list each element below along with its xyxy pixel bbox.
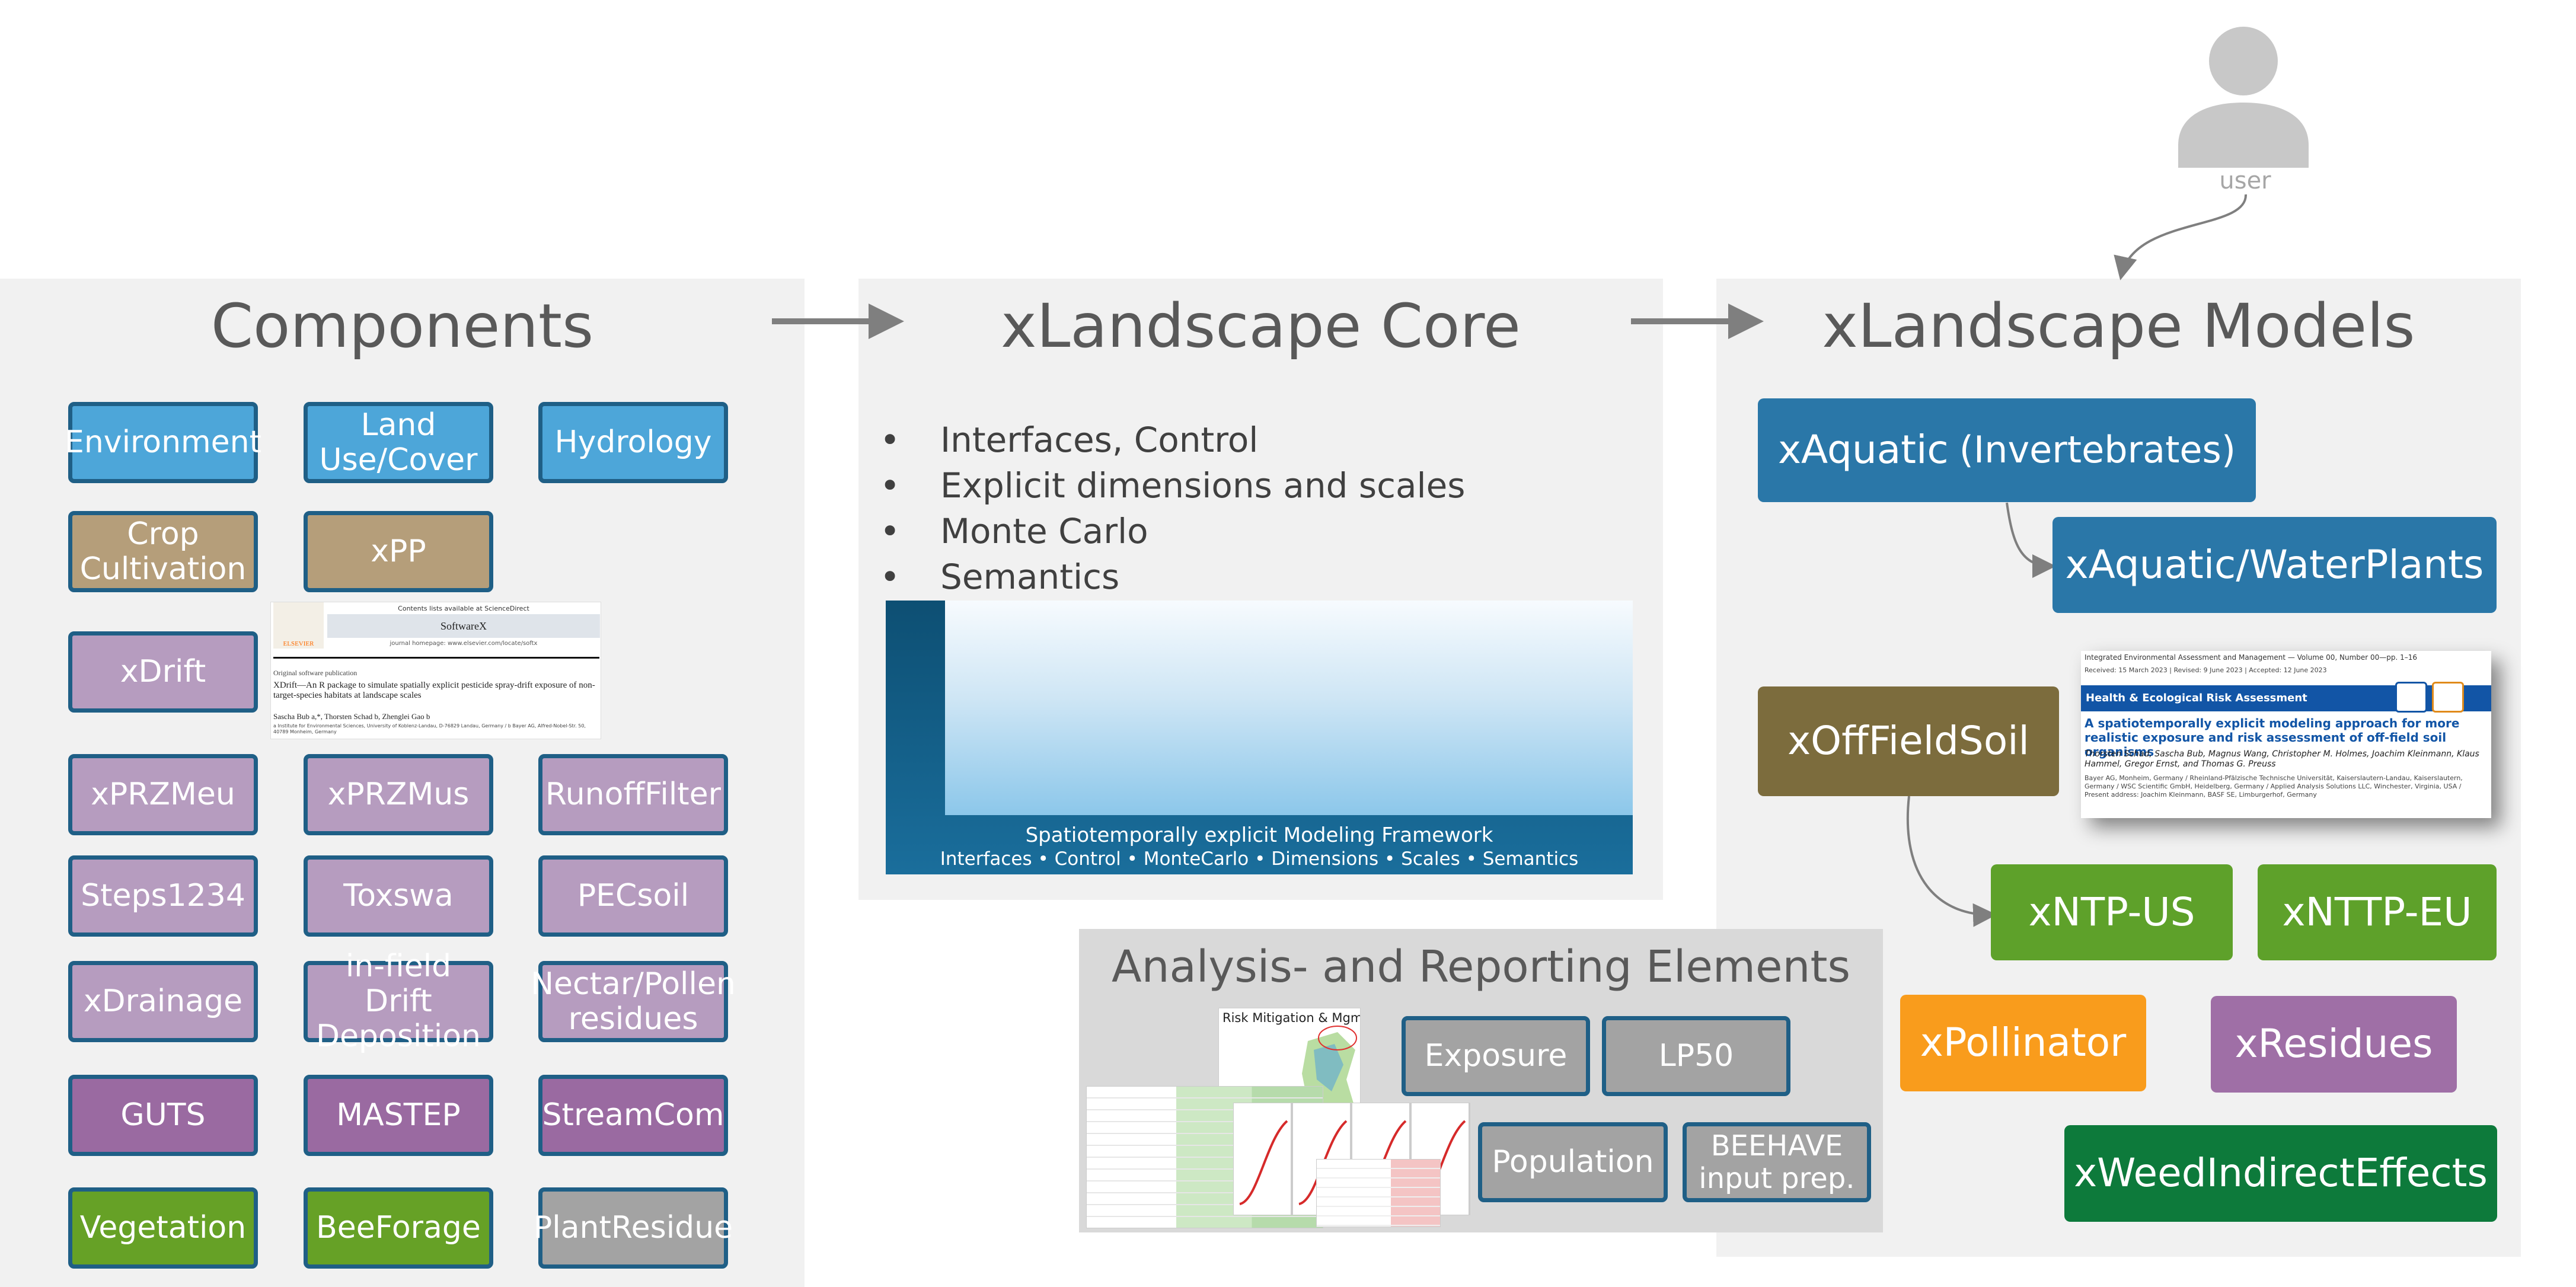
component-vegetation[interactable]: Vegetation <box>68 1187 258 1269</box>
component-beeforage[interactable]: BeeForage <box>304 1187 493 1269</box>
analysis-data-table <box>1316 1159 1441 1227</box>
component-land-use-cover[interactable]: Land Use/Cover <box>304 402 493 483</box>
paper-rule <box>273 657 599 659</box>
user-label: user <box>2219 167 2271 194</box>
paper-journal: SoftwareX <box>327 614 600 638</box>
model-xaquatic-label: xAquatic <box>1777 427 1949 473</box>
component-guts[interactable]: GUTS <box>68 1075 258 1156</box>
core-bullet: •Monte Carlo <box>880 511 1148 551</box>
component-runofffilter[interactable]: RunoffFilter <box>538 754 728 835</box>
core-bullet: •Interfaces, Control <box>880 420 1259 460</box>
models-title: xLandscape Models <box>1822 291 2415 362</box>
core-bullet-list: •Interfaces, Control •Explicit dimension… <box>880 417 1466 600</box>
model-xweedindirecteffects[interactable]: xWeedIndirectEffects <box>2064 1125 2497 1222</box>
component-steps1234[interactable]: Steps1234 <box>68 855 258 937</box>
offfieldsoil-paper-thumbnail: Integrated Environmental Assessment and … <box>2081 651 2491 818</box>
model-xofffieldsoil[interactable]: xOffFieldSoil <box>1758 686 2059 796</box>
paper2-authors: Thorsten Schad, Sascha Bub, Magnus Wang,… <box>2085 749 2479 769</box>
paper2-journal-line: Integrated Environmental Assessment and … <box>2085 653 2418 662</box>
paper2-affiliations: Bayer AG, Monheim, Germany / Rheinland-P… <box>2085 774 2463 799</box>
analysis-exposure[interactable]: Exposure <box>1402 1016 1590 1096</box>
core-bullet: •Explicit dimensions and scales <box>880 465 1466 506</box>
model-xaquatic[interactable]: xAquatic (Invertebrates) <box>1758 398 2256 502</box>
paper-title: XDrift—An R package to simulate spatiall… <box>273 681 595 700</box>
core-title: xLandscape Core <box>1001 291 1521 362</box>
model-xnttp-eu[interactable]: xNTTP-EU <box>2258 864 2497 960</box>
paper2-badges <box>2395 682 2466 713</box>
component-nectar-pollen-residues[interactable]: Nectar/Pollen residues <box>531 961 736 1042</box>
paper-affiliations: a Institute for Environmental Sciences, … <box>273 723 586 734</box>
component-toxswa[interactable]: Toxswa <box>304 855 493 937</box>
component-xdrainage[interactable]: xDrainage <box>68 961 258 1042</box>
component-pecsoil[interactable]: PECsoil <box>538 855 728 937</box>
component-xdrift[interactable]: xDrift <box>68 631 258 713</box>
component-plantresidue[interactable]: PlantResidue <box>534 1187 733 1269</box>
core-banner: Spatiotemporally explicit Modeling Frame… <box>886 601 1633 874</box>
analysis-beehave-input-prep[interactable]: BEEHAVE input prep. <box>1683 1122 1871 1202</box>
model-xaquatic-sublabel: (Invertebrates) <box>1959 428 2236 472</box>
paper-publisher-logo: ELSEVIER <box>273 602 324 649</box>
component-xprzmeu[interactable]: xPRZMeu <box>68 754 258 835</box>
paper-authors: Sascha Bub a,*, Thorsten Schad b, Zhengl… <box>273 712 430 721</box>
paper-header-top: Contents lists available at ScienceDirec… <box>398 605 529 612</box>
component-hydrology[interactable]: Hydrology <box>538 402 728 483</box>
model-xntp-us[interactable]: xNTP-US <box>1991 864 2233 960</box>
component-environment[interactable]: Environment <box>65 402 261 483</box>
user-icon <box>2178 27 2309 168</box>
paper-homepage: journal homepage: www.elsevier.com/locat… <box>390 640 538 647</box>
model-xaquatic-waterplants[interactable]: xAquatic/WaterPlants <box>2052 517 2497 613</box>
arrow-user-to-models <box>2114 194 2248 280</box>
analysis-title: Analysis- and Reporting Elements <box>1111 941 1851 992</box>
map-title: Risk Mitigation & Mgmt <box>1222 1011 1361 1025</box>
core-banner-line1: Spatiotemporally explicit Modeling Frame… <box>1025 823 1493 847</box>
model-xpollinator[interactable]: xPollinator <box>1900 995 2146 1091</box>
component-streamcom[interactable]: StreamCom <box>538 1075 728 1156</box>
paper2-dates: Received: 15 March 2023 | Revised: 9 Jun… <box>2085 666 2327 674</box>
paper2-title: A spatiotemporally explicit modeling app… <box>2085 716 2460 759</box>
analysis-lp50[interactable]: LP50 <box>1602 1016 1790 1096</box>
paper-kind: Original software publication <box>273 669 357 677</box>
component-crop-cultivation[interactable]: Crop Cultivation <box>68 511 258 592</box>
core-banner-line2: Interfaces • Control • MonteCarlo • Dime… <box>940 848 1579 870</box>
component-xprzmus[interactable]: xPRZMus <box>304 754 493 835</box>
component-xpp[interactable]: xPP <box>304 511 493 592</box>
model-xresidues[interactable]: xResidues <box>2211 996 2457 1093</box>
core-banner-gradient <box>945 601 1633 815</box>
arrow-aquatic-to-waterplants <box>2006 502 2056 578</box>
badge-icon <box>2395 682 2427 713</box>
arrow-offfieldsoil-to-ntp <box>1906 796 1997 927</box>
component-infield-drift-deposition[interactable]: in-field Drift Deposition <box>304 949 493 1053</box>
components-title: Components <box>210 291 594 362</box>
analysis-population[interactable]: Population <box>1478 1122 1668 1202</box>
badge-icon <box>2432 682 2464 713</box>
xdrift-paper-thumbnail: ELSEVIER Contents lists available at Sci… <box>270 602 601 739</box>
core-bullet: •Semantics <box>880 557 1120 597</box>
component-mastep[interactable]: MASTEP <box>304 1075 493 1156</box>
